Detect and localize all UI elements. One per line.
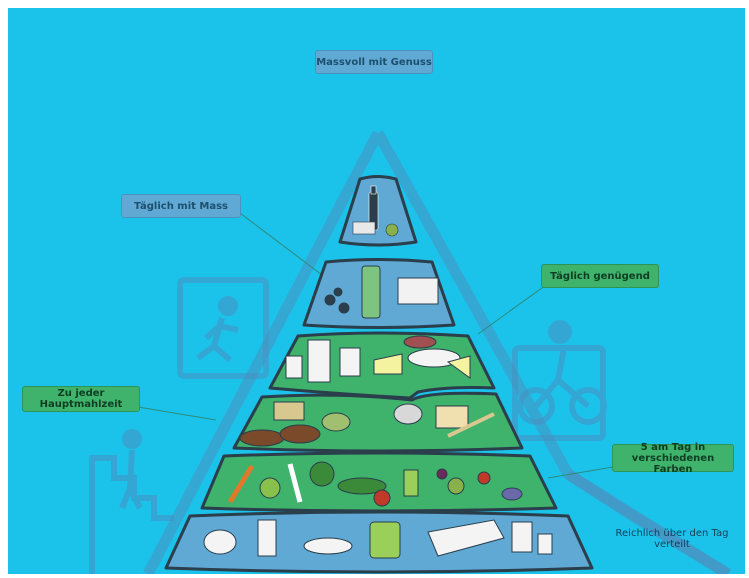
milk-carton-icon (307, 339, 331, 383)
sweets-icon (385, 223, 399, 237)
leek-icon (287, 463, 303, 503)
oil-bottle-icon (361, 265, 381, 319)
tap-glass-icon (257, 519, 277, 557)
nut-icon (324, 294, 336, 306)
cucumber-icon (337, 477, 387, 495)
cereal-bowl-icon (321, 412, 351, 432)
yogurt-icon (285, 355, 303, 379)
pear-icon (447, 477, 465, 495)
pasta-icon (447, 412, 495, 438)
cheese-icon (373, 353, 403, 375)
beverages-illustration (203, 519, 553, 559)
cake-icon (352, 221, 376, 235)
food-pyramid-canvas: Massvoll mit Genuss Täglich mit Mass Täg… (8, 8, 745, 574)
berries-icon (436, 468, 448, 480)
fish-icon (407, 348, 461, 368)
cherry-icon (477, 471, 491, 485)
tomato-icon (373, 489, 391, 507)
fats-illustration (324, 265, 439, 319)
grains-illustration (239, 401, 495, 447)
meat-icon (403, 335, 437, 349)
carrot-icon (227, 464, 255, 504)
cyclist-icon (512, 320, 607, 441)
tea-jug-icon (369, 521, 401, 559)
glass-milk-icon (339, 347, 361, 377)
plum-icon (501, 487, 523, 501)
butter-dish-icon (397, 277, 439, 305)
soup-plate-icon (303, 537, 353, 555)
label-reichlich: Reichlich über den Tag verteilt (615, 528, 729, 550)
label-massvoll: Massvoll mit Genuss (315, 50, 433, 74)
juice-glass-icon (403, 469, 419, 497)
broccoli-icon (309, 461, 335, 487)
pyramid-scene (89, 130, 731, 574)
inner-notch (565, 469, 731, 574)
pointer-lines (137, 212, 614, 479)
label-taeglich-mit-mass: Täglich mit Mass (121, 194, 241, 218)
teacup-icon (203, 529, 237, 555)
runner-icon (177, 277, 269, 379)
vegetables-illustration (227, 461, 523, 507)
water-bottle-icon (427, 519, 505, 557)
cheese-wedge-icon (446, 355, 471, 379)
toast-icon (435, 405, 469, 429)
crackers-icon (273, 401, 305, 421)
cabbage-icon (259, 477, 281, 499)
crispbread-icon (393, 403, 423, 425)
label-5-am-tag: 5 am Tag in verschiedenen Farben (612, 442, 734, 475)
stairs-climber-icon (89, 429, 174, 574)
dairy-meat-illustration (285, 335, 471, 383)
label-zu-jeder-hauptmahlzeit: Zu jeder Hauptmahlzeit (22, 386, 140, 412)
water-glass-icon (511, 521, 533, 553)
sweets-illustration (352, 185, 399, 237)
label-taeglich-genuegend: Täglich genügend (541, 264, 659, 288)
bread-loaf-icon (239, 429, 285, 447)
